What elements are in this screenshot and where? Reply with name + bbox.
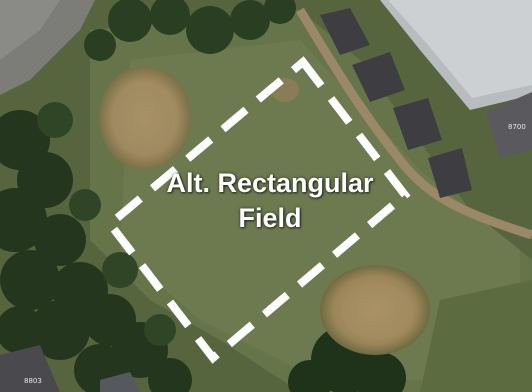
address-label-bottom-left: 8803: [24, 377, 42, 385]
field-boundary-dashed: [104, 56, 411, 364]
field-label-line2: Field: [238, 203, 302, 233]
field-label: Alt. Rectangular Field: [135, 166, 405, 236]
field-label-line1: Alt. Rectangular: [166, 168, 374, 198]
address-label-building: 8700: [508, 123, 526, 131]
